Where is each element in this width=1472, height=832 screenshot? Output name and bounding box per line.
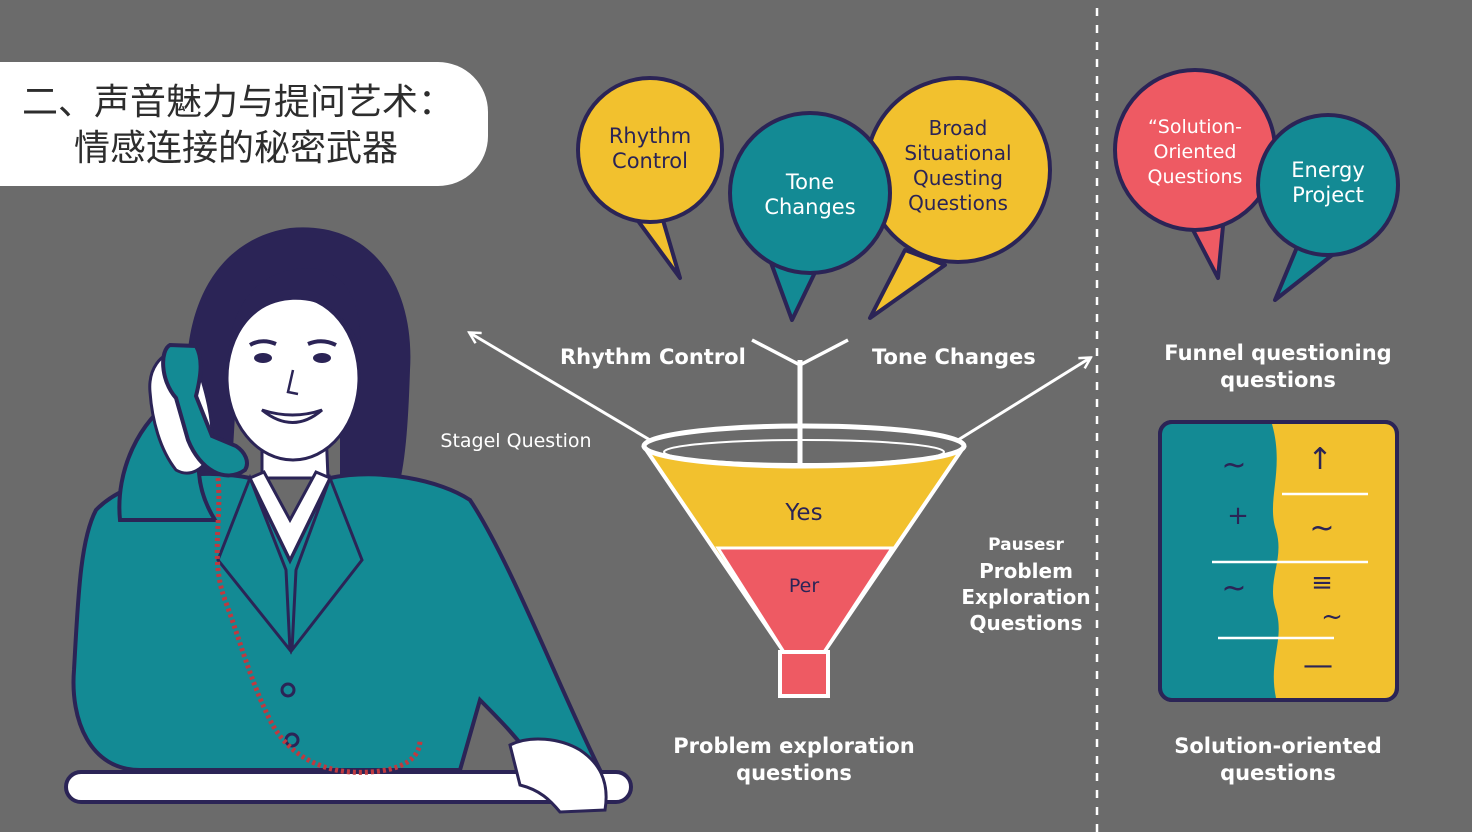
label-problem-exploration: Problem exploration questions — [673, 734, 915, 785]
panel-symbol-up-arrow: ↑ — [1307, 442, 1333, 477]
panel-symbol-tilde-3: ~ — [1309, 511, 1335, 546]
title-line-2: 情感连接的秘密武器 — [74, 128, 399, 169]
panel-symbol-tilde-1: ~ — [1221, 448, 1247, 483]
phone-cord — [214, 477, 423, 775]
label-pauses-problem-exploration: Pausesr Problem Exploration Questions — [961, 535, 1091, 635]
funnel-illustration — [641, 423, 967, 698]
woman-on-phone-illustration — [64, 227, 633, 814]
bubble-energy-project-text: Energy Project — [1291, 158, 1365, 207]
funnel-per-label: Per — [788, 575, 820, 597]
arrow-up-head-left — [751, 338, 801, 367]
funnel-yes-label: Yes — [785, 500, 823, 526]
bubble-broad-situational-text: Broad Situational Questing Questions — [904, 116, 1012, 215]
arrow-up-head-right — [799, 338, 849, 367]
funnel-rim — [641, 423, 967, 469]
funnel-spout — [778, 650, 830, 698]
label-rhythm-control: Rhythm Control — [560, 345, 746, 369]
panel-symbol-tilde-4: ~ — [1321, 602, 1343, 632]
funnel-red-band — [715, 546, 895, 654]
title-line-1: 二、声音魅力与提问艺术： — [22, 82, 455, 123]
phone-handset — [161, 342, 249, 478]
label-staged-question: Stagel Question — [440, 430, 592, 452]
arrow-left — [470, 333, 651, 442]
hair — [186, 227, 411, 500]
bubble-broad-situational — [864, 76, 1052, 320]
label-funnel-questioning: Funnel questioning questions — [1164, 341, 1392, 392]
label-solution-oriented: Solution-oriented questions — [1174, 734, 1382, 785]
title-card: 二、声音魅力与提问艺术： 情感连接的秘密武器 — [0, 62, 488, 186]
bubble-solution-oriented-text: “Solution- Oriented Questions — [1147, 116, 1243, 188]
panel-symbol-dash: — — [1303, 648, 1333, 683]
panel-symbol-equal-bars: ≡ — [1311, 568, 1333, 598]
label-tone-changes: Tone Changes — [872, 345, 1036, 369]
bubble-solution-oriented — [1113, 68, 1277, 280]
panel-symbol-plus: + — [1227, 501, 1249, 531]
bubble-tone-changes — [728, 111, 892, 322]
bubble-tone-changes-text: Tone Changes — [764, 170, 856, 219]
bubble-rhythm-control-text: Rhythm Control — [608, 124, 692, 173]
bubble-rhythm-control — [576, 76, 724, 280]
comparison-panel — [1158, 420, 1399, 702]
panel-symbol-tilde-2: ~ — [1221, 571, 1247, 606]
bubble-energy-project — [1256, 113, 1400, 302]
arrow-right — [957, 358, 1090, 442]
